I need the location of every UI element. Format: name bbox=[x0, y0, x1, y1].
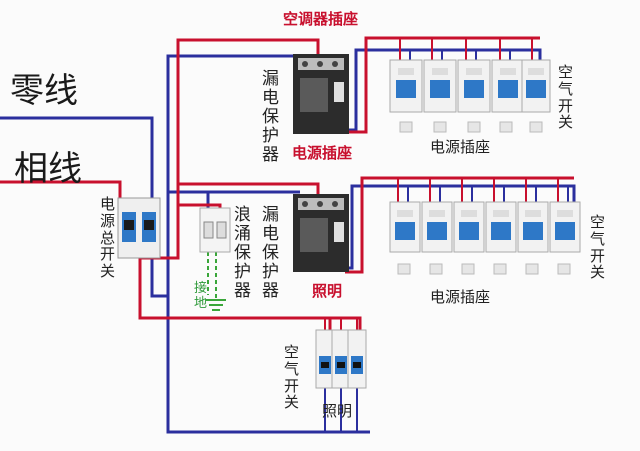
ac-socket-label: 空调器插座 bbox=[283, 10, 359, 28]
live-main-wire bbox=[0, 180, 122, 200]
neutral-line-label: 零线 bbox=[10, 71, 78, 111]
air-switch-bottom-label: 空气开关 bbox=[284, 343, 300, 412]
mid-breaker bbox=[421, 201, 453, 253]
ground-label: 接地 bbox=[194, 281, 208, 311]
mid-breaker bbox=[517, 201, 549, 253]
bottom-breaker bbox=[347, 329, 367, 389]
mid-breaker-drops bbox=[397, 178, 569, 204]
leakage-protector-mid bbox=[293, 194, 349, 272]
main-switch-label: 电源总开关 bbox=[100, 195, 116, 281]
leakage-protector-top bbox=[293, 54, 349, 134]
top-breaker bbox=[389, 59, 423, 113]
main-switch bbox=[117, 197, 161, 259]
top-breaker bbox=[457, 59, 491, 113]
power-socket-mid-label: 电源插座 bbox=[430, 288, 491, 306]
mid-breaker bbox=[485, 201, 517, 253]
bottom-breaker bbox=[331, 329, 351, 389]
live-line-label: 相线 bbox=[14, 149, 82, 189]
bottom-breaker-outputs bbox=[324, 388, 358, 432]
mid-socket-icons bbox=[397, 263, 571, 275]
lighting-red-label: 照明 bbox=[312, 282, 343, 300]
mid-breaker bbox=[549, 201, 581, 253]
live-mid-socket-wire bbox=[345, 176, 574, 274]
top-breaker-row bbox=[389, 59, 551, 113]
surge-protector bbox=[199, 207, 231, 253]
power-socket-top-label: 电源插座 bbox=[430, 138, 491, 156]
bottom-breaker bbox=[315, 329, 335, 389]
top-breaker bbox=[521, 59, 551, 113]
neutral-main-wire bbox=[0, 116, 154, 200]
leakage-protector-top-label: 漏电保护器 bbox=[262, 69, 279, 166]
live-upper-rcd-wire bbox=[140, 38, 320, 260]
live-trunk-wire bbox=[138, 258, 332, 335]
bottom-breaker-row bbox=[315, 329, 367, 389]
leakage-protector-mid-label: 漏电保护器 bbox=[262, 205, 279, 302]
ground-wire bbox=[207, 252, 217, 300]
ground-symbol bbox=[206, 299, 226, 311]
power-socket-red-label: 电源插座 bbox=[292, 144, 353, 162]
neutral-upper-rcd-wire bbox=[166, 54, 300, 296]
mid-breaker bbox=[389, 201, 421, 253]
lighting-bottom-label: 照明 bbox=[322, 402, 353, 420]
live-mid-rcd-wire bbox=[178, 182, 320, 196]
live-bottom-bus-wire bbox=[330, 316, 362, 330]
mid-breaker-row bbox=[389, 201, 581, 253]
top-breaker bbox=[491, 59, 525, 113]
live-top-socket-wire bbox=[345, 36, 540, 134]
air-switch-mid-label: 空气开关 bbox=[590, 213, 606, 282]
top-socket-icons bbox=[399, 121, 543, 133]
bottom-breaker-feeds bbox=[324, 318, 358, 330]
surge-protector-label: 浪涌保护器 bbox=[234, 205, 251, 302]
neutral-surge-wire bbox=[168, 190, 210, 210]
air-switch-top-label: 空气开关 bbox=[558, 63, 574, 132]
top-breaker bbox=[423, 59, 457, 113]
mid-breaker bbox=[453, 201, 485, 253]
